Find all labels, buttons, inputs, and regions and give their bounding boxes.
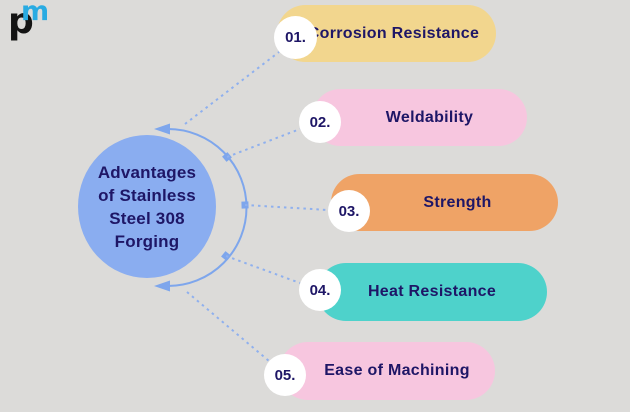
dotted-connector-4 — [225, 255, 301, 284]
advantage-number-badge-1: 01. — [274, 16, 317, 59]
advantage-pill-strength: Strength — [331, 174, 558, 231]
advantage-label: Strength — [423, 193, 492, 211]
arc-node-2 — [222, 152, 232, 162]
advantage-number: 02. — [309, 113, 331, 131]
advantage-number: 03. — [338, 202, 360, 220]
arrow-bottom-icon — [154, 280, 170, 292]
dotted-connector-2 — [226, 128, 301, 158]
central-title-line: Steel 308 — [109, 208, 185, 228]
dotted-connector-5 — [186, 291, 270, 362]
advantage-pill-heat-resistance: Heat Resistance — [317, 263, 547, 321]
advantage-number-badge-4: 04. — [299, 269, 341, 311]
central-title-line: Forging — [114, 231, 180, 251]
central-topic-title: Advantages of Stainless Steel 308 Forgin… — [98, 161, 196, 253]
advantage-label: Ease of Machining — [324, 362, 470, 379]
central-topic: Advantages of Stainless Steel 308 Forgin… — [78, 135, 216, 278]
logo-letter-m: m — [21, 0, 50, 27]
advantage-number: 05. — [274, 366, 296, 384]
arc-node-3 — [241, 201, 249, 209]
advantage-label: Corrosion Resistance — [307, 24, 480, 42]
logo-letter-p: p — [8, 1, 34, 42]
advantage-number-badge-5: 05. — [264, 354, 306, 396]
arc-node-4 — [221, 251, 231, 261]
dotted-connector-3 — [244, 204, 329, 211]
advantage-pill-weldability: Weldability — [312, 89, 527, 146]
central-title-line: of Stainless — [98, 185, 196, 205]
advantage-number-badge-2: 02. — [299, 101, 341, 143]
advantage-number: 04. — [309, 281, 331, 299]
central-title-line: Advantages — [97, 162, 197, 182]
advantage-pill-ease-of-machining: Ease of Machining — [279, 342, 495, 400]
advantage-number-badge-3: 03. — [328, 190, 370, 232]
advantage-label: Heat Resistance — [367, 283, 497, 300]
advantage-number: 01. — [285, 29, 306, 46]
dotted-connector-1 — [184, 51, 280, 125]
advantage-label: Weldability — [385, 108, 474, 126]
arrow-top-icon — [154, 123, 170, 135]
logo: p m — [6, 0, 58, 54]
